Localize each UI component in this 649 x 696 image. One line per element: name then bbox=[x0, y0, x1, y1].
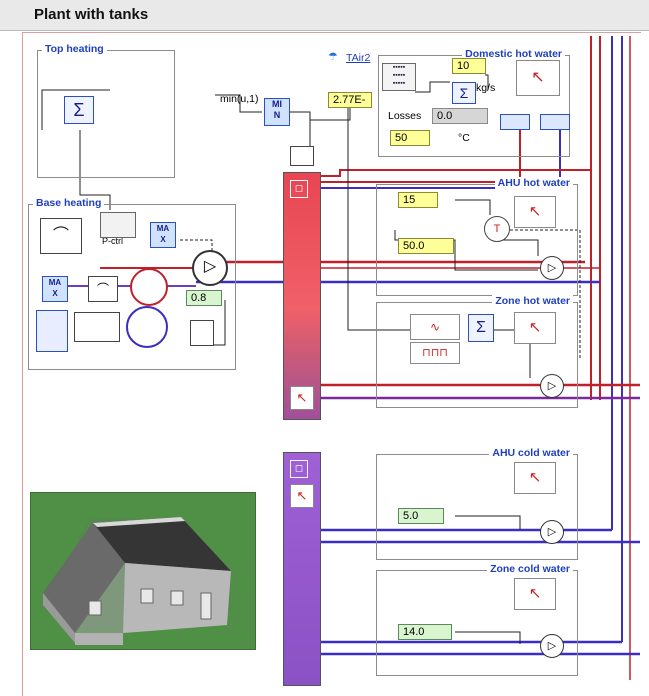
group-title-base-heating: Base heating bbox=[33, 197, 104, 209]
dhw-sum-icon[interactable]: Σ bbox=[452, 82, 476, 104]
heat-pump-icon[interactable]: ▷ bbox=[192, 250, 228, 286]
zone-cold-gauge-icon: ↖ bbox=[514, 578, 556, 610]
min-expression-label: min(u,1) bbox=[220, 93, 259, 105]
thermostat-icon[interactable]: T bbox=[484, 216, 510, 242]
group-title-ahu-hot-water: AHU hot water bbox=[495, 177, 573, 189]
group-title-top-heating: Top heating bbox=[42, 43, 107, 55]
dhw-valve-icon[interactable] bbox=[500, 114, 530, 130]
ahu-cold-flow-field[interactable]: 5.0 bbox=[398, 508, 444, 524]
zone-cold-pump-icon[interactable]: ▷ bbox=[540, 634, 564, 658]
losses-label: Losses bbox=[388, 110, 421, 122]
bypass-valve-icon[interactable] bbox=[190, 320, 214, 346]
logic-block-icon[interactable] bbox=[36, 310, 68, 352]
building-3d-image bbox=[30, 492, 256, 650]
dhw-temp-field[interactable]: 50 bbox=[390, 130, 430, 146]
zone-sum-icon[interactable]: Σ bbox=[468, 314, 494, 342]
dhw-flow-field[interactable]: 10 bbox=[452, 58, 486, 74]
calendar-icon[interactable]: ▪▪▪▪▪▪▪▪▪▪▪▪▪▪▪ bbox=[382, 63, 416, 91]
heat-exchanger-icon[interactable] bbox=[130, 268, 168, 306]
group-top-heating: Top heating bbox=[37, 50, 175, 178]
base-gain-field[interactable]: 0.8 bbox=[186, 290, 222, 306]
sum-block-icon[interactable]: Σ bbox=[64, 96, 94, 124]
base-curve-icon[interactable]: ⌒ bbox=[88, 276, 118, 302]
losses-field: 0.0 bbox=[432, 108, 488, 124]
schedule-curve-icon[interactable]: ∿ bbox=[410, 314, 460, 340]
dhw-valve-icon-2[interactable] bbox=[540, 114, 570, 130]
group-title-zone-hot-water: Zone hot water bbox=[492, 295, 573, 307]
weather-icon: ☂ bbox=[328, 50, 342, 64]
pulse-signal-icon[interactable]: ⊓⊓⊓ bbox=[410, 342, 460, 364]
ahu-hot-flow-field[interactable]: 50.0 bbox=[398, 238, 454, 254]
unit-c-label: °C bbox=[458, 132, 470, 144]
tair2-display: 2.77E- bbox=[328, 92, 372, 108]
group-title-ahu-cold-water: AHU cold water bbox=[489, 447, 573, 459]
unit-kgs-label: kg/s bbox=[476, 82, 495, 94]
ahu-hot-setpoint-field[interactable]: 15 bbox=[398, 192, 438, 208]
group-title-zone-cold-water: Zone cold water bbox=[487, 563, 573, 575]
ahu-hot-pump-icon[interactable]: ▷ bbox=[540, 256, 564, 280]
ahu-hot-gauge-icon: ↖ bbox=[514, 196, 556, 228]
selector-block-icon[interactable] bbox=[74, 312, 120, 342]
cold-tank-gauge-icon: ↖ bbox=[290, 484, 314, 508]
tank-gauge-icon: ↖ bbox=[290, 386, 314, 410]
mixer-icon[interactable] bbox=[290, 146, 314, 166]
hot-storage-tank[interactable] bbox=[283, 172, 321, 420]
zone-hot-gauge-icon: ↖ bbox=[514, 312, 556, 344]
ahu-cold-gauge-icon: ↖ bbox=[514, 462, 556, 494]
zone-cold-flow-field[interactable]: 14.0 bbox=[398, 624, 452, 640]
zone-hot-pump-icon[interactable]: ▷ bbox=[540, 374, 564, 398]
base-pump-icon[interactable] bbox=[126, 306, 168, 348]
tank-level-icon: ◻ bbox=[290, 180, 308, 198]
p-controller-icon[interactable] bbox=[100, 212, 136, 238]
tair2-link[interactable]: TAir2 bbox=[346, 52, 370, 64]
curve-block-icon[interactable]: ⌒ bbox=[40, 218, 82, 254]
ahu-cold-pump-icon[interactable]: ▷ bbox=[540, 520, 564, 544]
dhw-gauge-icon: ↖ bbox=[516, 60, 560, 96]
cold-tank-level-icon: ◻ bbox=[290, 460, 308, 478]
